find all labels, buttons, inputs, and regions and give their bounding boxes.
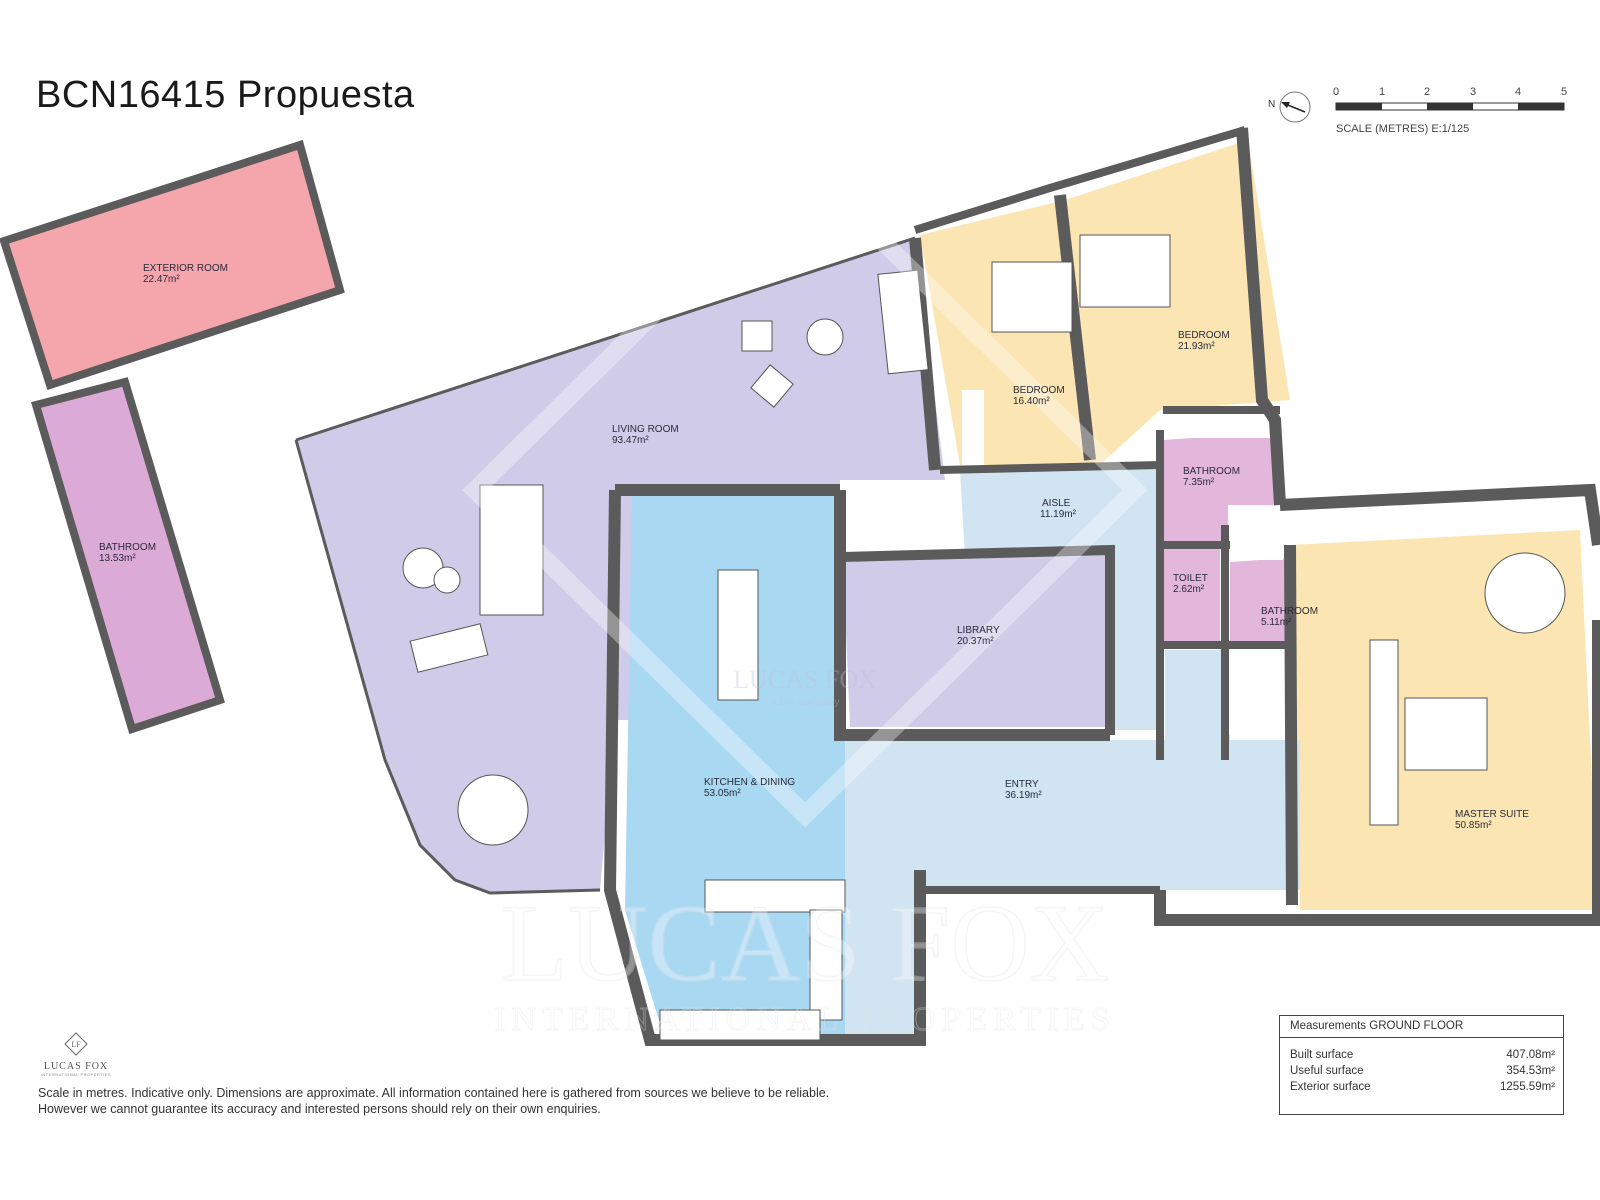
area-toilet: 2.62m² (1173, 584, 1205, 595)
compass: N (1268, 91, 1311, 123)
logo-subtitle: INTERNATIONAL PROPERTIES (40, 1072, 112, 1077)
furniture (402, 234, 1566, 1041)
scale-bar: 0 1 2 3 4 5 SCALE (METRES) E:1/125 (1333, 86, 1567, 135)
area-bedroom-2: 21.93m² (1178, 341, 1215, 352)
svg-text:LF: LF (71, 1040, 81, 1049)
watermark-small-sub: A Dils company (771, 697, 840, 708)
measurement-label: Useful surface (1290, 1065, 1364, 1077)
label-aisle: AISLE (1042, 498, 1071, 509)
bed (991, 261, 1073, 333)
area-bedroom-1: 16.40m² (1013, 396, 1050, 407)
disclaimer-line-1: Scale in metres. Indicative only. Dimens… (38, 1086, 830, 1100)
scale-tick-0: 0 (1333, 86, 1339, 98)
measurement-value: 1255.59m² (1500, 1081, 1555, 1093)
room-library (843, 550, 1107, 727)
room-living (296, 238, 945, 893)
watermark-subtext: INTERNATIONAL PROPERTIES (494, 1001, 1115, 1038)
area-bathroom-2: 5.11m² (1261, 617, 1292, 628)
area-master-suite: 50.85m² (1455, 820, 1492, 831)
room-toilet (1163, 545, 1220, 645)
room-bedroom-2 (1065, 140, 1290, 465)
room-bathroom-ext (30, 377, 225, 735)
dining-table (717, 569, 759, 701)
measurement-label: Built surface (1290, 1049, 1354, 1061)
label-living-room: LIVING ROOM (612, 424, 679, 435)
armchair (741, 320, 773, 352)
room-labels: EXTERIOR ROOM 22.47m² BATHROOM 13.53m² L… (99, 263, 1529, 831)
measurement-label: Exterior surface (1290, 1081, 1371, 1093)
plan-title: BCN16415 Propuesta (36, 74, 415, 116)
armchair (750, 364, 794, 408)
area-aisle: 11.19m² (1040, 509, 1077, 520)
brand-logo: LF LUCAS FOX INTERNATIONAL PROPERTIES (38, 1032, 114, 1077)
area-exterior-room: 22.47m² (143, 274, 180, 285)
scale-caption: SCALE (METRES) E:1/125 (1336, 123, 1469, 135)
round-table (457, 774, 529, 846)
watermark-text: LUCAS FOX (501, 882, 1109, 1004)
room-bathroom-1 (1163, 432, 1282, 545)
label-toilet: TOILET (1173, 573, 1208, 584)
scale-tick-5: 5 (1561, 86, 1567, 98)
label-library: LIBRARY (957, 625, 1000, 636)
compass-label: N (1268, 99, 1275, 110)
scale-tick-1: 1 (1379, 86, 1385, 98)
disclaimer: Scale in metres. Indicative only. Dimens… (38, 1085, 938, 1117)
area-bathroom-1: 7.35m² (1183, 477, 1215, 488)
area-bathroom-ext: 13.53m² (99, 553, 136, 564)
area-kitchen: 53.05m² (704, 788, 741, 799)
sofa (479, 484, 544, 616)
area-living-room: 93.47m² (612, 435, 649, 446)
measurements-heading: Measurements GROUND FLOOR (1280, 1016, 1563, 1038)
measurement-value: 407.08m² (1506, 1049, 1555, 1061)
label-bathroom-ext: BATHROOM (99, 542, 156, 553)
closet-space (1228, 505, 1283, 560)
area-entry: 36.19m² (1005, 790, 1042, 801)
scale-tick-4: 4 (1515, 86, 1521, 98)
room-bathroom-2 (1230, 558, 1294, 645)
measurements-rows: Built surface 407.08m² Useful surface 35… (1280, 1038, 1563, 1095)
kitchen-counter (659, 1009, 821, 1041)
room-exterior (0, 139, 345, 391)
measurement-row: Useful surface 354.53m² (1280, 1063, 1563, 1079)
wardrobe (962, 390, 984, 465)
walls (294, 126, 1600, 1046)
measurement-value: 354.53m² (1506, 1065, 1555, 1077)
measurement-row: Built surface 407.08m² (1280, 1047, 1563, 1063)
scale-tick-2: 2 (1424, 86, 1430, 98)
bathtub (1484, 552, 1566, 634)
label-kitchen: KITCHEN & DINING (704, 777, 795, 788)
logo-name: LUCAS FOX (43, 1061, 109, 1072)
label-exterior-room: EXTERIOR ROOM (143, 263, 228, 274)
label-bathroom-1: BATHROOM (1183, 466, 1240, 477)
logo-diamond-icon: LF (64, 1032, 88, 1056)
closet-space (1228, 650, 1293, 735)
watermark-small: LUCAS FOX (733, 665, 877, 694)
arrow-head-icon (1281, 102, 1290, 108)
label-bedroom-2: BEDROOM (1178, 330, 1230, 341)
label-master-suite: MASTER SUITE (1455, 809, 1529, 820)
room-entry (845, 650, 1300, 1042)
kitchen-island (704, 879, 846, 913)
sofa (877, 269, 929, 375)
area-library: 20.37m² (957, 636, 994, 647)
bed (1404, 697, 1488, 771)
label-bedroom-1: BEDROOM (1013, 385, 1065, 396)
sofa (409, 623, 489, 673)
side-table (433, 566, 461, 594)
kitchen-counter (809, 909, 843, 1021)
scale-tick-3: 3 (1470, 86, 1476, 98)
side-table (806, 318, 844, 356)
measurement-row: Exterior surface 1255.59m² (1280, 1079, 1563, 1095)
label-bathroom-2: BATHROOM (1261, 606, 1318, 617)
label-entry: ENTRY (1005, 779, 1039, 790)
disclaimer-line-2: However we cannot guarantee its accuracy… (38, 1102, 601, 1116)
closet-space (1163, 410, 1283, 438)
wardrobe (1369, 639, 1399, 826)
measurements-box: Measurements GROUND FLOOR Built surface … (1279, 1015, 1564, 1115)
bed (1079, 234, 1171, 308)
watermark: LUCAS FOX INTERNATIONAL PROPERTIES LUCAS… (462, 152, 1148, 1039)
